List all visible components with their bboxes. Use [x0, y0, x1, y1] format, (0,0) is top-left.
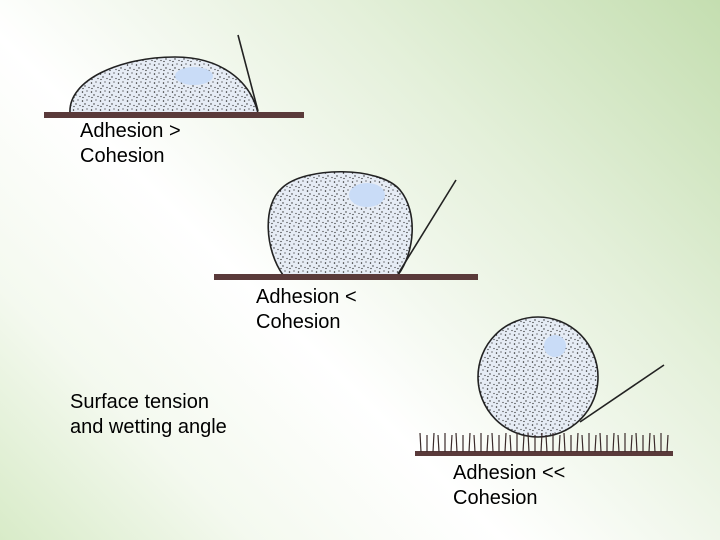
case-1-caption: Adhesion > Cohesion — [80, 119, 181, 169]
bristle — [653, 434, 656, 453]
bristle — [455, 432, 458, 453]
surface-3-bristles — [419, 432, 669, 453]
bristle — [648, 432, 651, 453]
surface-1 — [44, 112, 304, 118]
bristle — [437, 434, 440, 453]
bristle — [486, 434, 489, 453]
bristle — [504, 432, 507, 453]
bristle — [522, 434, 525, 453]
bristle — [540, 432, 543, 453]
bristle — [617, 434, 620, 453]
bristle — [581, 434, 584, 453]
drop-1 — [69, 56, 260, 114]
bristle — [594, 434, 597, 453]
bristle — [509, 434, 512, 453]
drop-2 — [267, 170, 413, 276]
contact-tangent-3 — [579, 364, 665, 423]
bristle — [468, 432, 471, 453]
bristle — [635, 432, 638, 453]
case-1-spreading-drop — [44, 34, 304, 118]
bristle — [491, 432, 494, 453]
bristle — [563, 432, 566, 453]
surface-2 — [214, 274, 478, 280]
case-2-caption-line2: Cohesion — [256, 311, 341, 333]
bristle — [545, 434, 548, 453]
bristle — [558, 434, 561, 453]
case-3-spherical-drop — [415, 316, 673, 456]
case-1-caption-line1: Adhesion > — [80, 120, 181, 142]
bristle — [599, 432, 602, 453]
drop-3 — [477, 316, 599, 438]
diagram-title: Surface tension and wetting angle — [70, 390, 227, 440]
case-1-caption-line2: Cohesion — [80, 145, 165, 167]
bristle — [666, 434, 669, 453]
case-2-caption: Adhesion < Cohesion — [256, 285, 357, 335]
bristle — [527, 432, 530, 453]
bristle — [576, 432, 579, 453]
case-3-caption-line2: Cohesion — [453, 487, 538, 509]
contact-tangent-1 — [237, 34, 259, 112]
bristle — [630, 434, 633, 453]
case-3-caption: Adhesion << Cohesion — [453, 461, 565, 511]
case-2-caption-line1: Adhesion < — [256, 286, 357, 308]
bristle — [432, 432, 435, 453]
bristle — [473, 434, 476, 453]
bristle — [612, 432, 615, 453]
diagram-title-line1: Surface tension — [70, 391, 209, 413]
drop-1-highlight — [175, 67, 213, 85]
bristle — [419, 432, 422, 453]
contact-tangent-2 — [397, 179, 457, 275]
surface-3 — [415, 451, 673, 456]
bristle — [450, 434, 453, 453]
diagram-title-line2: and wetting angle — [70, 416, 227, 438]
drop-3-highlight — [544, 335, 566, 357]
drop-2-highlight — [349, 183, 385, 207]
case-2-beaded-drop — [214, 170, 478, 280]
case-3-caption-line1: Adhesion << — [453, 462, 566, 484]
